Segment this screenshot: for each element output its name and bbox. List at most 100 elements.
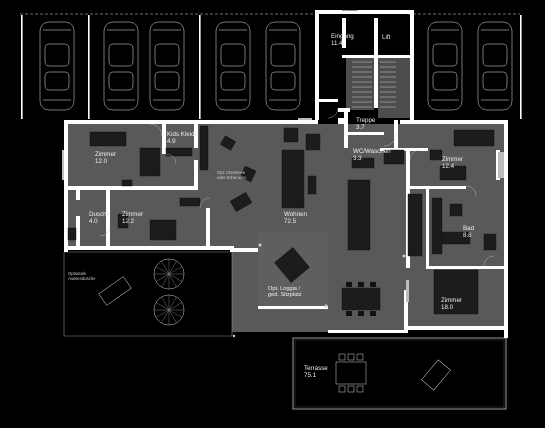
room-name: Dusche — [89, 211, 110, 218]
room-area: 4.0 — [89, 217, 98, 225]
room-area: 3.3 — [353, 154, 362, 162]
room-area: 12.0 — [95, 157, 108, 165]
spiral-step — [168, 296, 177, 311]
room-area: 3.7 — [356, 123, 365, 131]
dining-table-icon — [341, 287, 381, 311]
spiral-step — [155, 266, 170, 275]
terrasse-chairs — [338, 353, 364, 393]
note-loggia: Opt. Loggia / ged. Sitzplatz — [268, 286, 302, 299]
garage-label: 8888888 — [342, 7, 358, 12]
room-area: 72.5 — [284, 217, 297, 225]
note-line: oder Schw.ofen — [217, 174, 246, 180]
garden-outline — [63, 251, 233, 337]
spiral-step — [161, 273, 170, 288]
room-name: WC/Waschen — [353, 148, 391, 155]
chair-icon — [347, 353, 355, 361]
room-label-wohnen: Wohnen 72.5 — [284, 211, 307, 225]
room-label-bad: Bad 8.8 — [463, 225, 475, 239]
room-area: 12.2 — [122, 217, 135, 225]
car-icon — [427, 21, 463, 111]
room-label-kids-kleide: Kids Kleide 4.9 — [167, 131, 198, 145]
chair-icon — [338, 385, 346, 393]
room-name: Wohnen — [284, 211, 307, 218]
entrance-floor — [346, 58, 410, 118]
room-label-zimmer-right: Zimmer 12.4 — [442, 156, 463, 170]
chair-icon — [338, 353, 346, 361]
room-name: Treppe — [356, 117, 376, 124]
bed-icon — [433, 269, 479, 315]
room-name: Bad — [463, 225, 475, 232]
spiral-step — [161, 296, 170, 311]
car-icon — [215, 21, 251, 111]
room-label-terrasse: Terrasse 75.1 — [304, 365, 328, 379]
room-name: Terrasse — [304, 365, 328, 372]
note-aussendusche: Optionale Aussendusche — [68, 271, 96, 282]
spiral-step — [168, 309, 183, 318]
room-name: Zimmer — [441, 297, 462, 304]
room-name: Kids Kleide — [167, 131, 198, 138]
room-label-zimmer-bottom-right: Zimmer 18.0 — [441, 297, 462, 311]
chair-icon — [358, 282, 364, 287]
dining-chairs — [346, 282, 376, 316]
room-name: Lift — [382, 34, 391, 41]
note-cheminee: Opt. Cheminée oder Schw.ofen — [217, 170, 246, 181]
spiral-step — [168, 302, 183, 311]
car-icon — [103, 21, 139, 111]
room-area: 18.0 — [441, 303, 454, 311]
chair-icon — [370, 282, 376, 287]
terrasse — [292, 337, 507, 410]
sofa-icon — [274, 247, 310, 283]
stair-icon — [352, 61, 396, 108]
room-label-wc-waschen: WC/Waschen 3.3 — [353, 148, 391, 162]
room-label-treppe: Treppe 3.7 — [356, 117, 376, 131]
spiral-step — [155, 273, 170, 282]
room-name: Zimmer — [95, 151, 116, 158]
furniture — [67, 125, 497, 315]
spiral-step — [155, 302, 170, 311]
car-icon — [149, 21, 185, 111]
room-area: 11.4 — [331, 39, 343, 47]
note-line: Optionale — [68, 271, 86, 276]
room-name: Eingang — [331, 33, 354, 40]
note-line: Aussendusche — [68, 275, 96, 281]
windows — [62, 118, 504, 302]
chair-icon — [370, 311, 376, 316]
room-name: Zimmer — [122, 211, 143, 218]
car-icon — [265, 21, 301, 111]
spiral-step — [168, 273, 183, 282]
bed-icon — [139, 147, 161, 177]
note-line: ged. Sitzplatz — [268, 291, 302, 298]
bed-icon — [89, 131, 127, 147]
note-line: Opt. Cheminée — [217, 170, 246, 175]
chair-icon — [347, 385, 355, 393]
dining-table-icon — [335, 361, 367, 385]
car-icon — [39, 21, 75, 111]
spiral-step — [168, 260, 177, 275]
chair-icon — [346, 282, 352, 287]
garage-area — [20, 10, 522, 120]
spiral-step — [168, 266, 183, 275]
spiral-lines — [154, 259, 184, 325]
chair-icon — [356, 353, 364, 361]
room-label-zimmer-mid-left: Zimmer 12.2 — [122, 211, 143, 225]
room-label-lift: Lift — [382, 34, 391, 42]
spiral-step — [161, 309, 170, 324]
room-area: 8.8 — [463, 231, 472, 239]
room-area: 4.9 — [167, 137, 176, 145]
room-label-dusche: Dusche 4.0 — [89, 211, 110, 225]
spiral-step — [168, 309, 177, 324]
car-icon — [477, 21, 513, 111]
sofa-icon — [229, 192, 253, 212]
chair-icon — [356, 385, 364, 393]
note-line: Opt. Loggia / — [268, 286, 301, 292]
spiral-step — [161, 260, 170, 275]
columns — [232, 243, 406, 338]
door-swings — [99, 107, 495, 267]
chair-icon — [346, 311, 352, 316]
spiral-step — [168, 273, 177, 288]
sofa-icon — [98, 276, 132, 306]
room-label-zimmer-top-left: Zimmer 12.0 — [95, 151, 116, 165]
spiral-step — [155, 309, 170, 318]
bed-icon — [453, 129, 495, 147]
